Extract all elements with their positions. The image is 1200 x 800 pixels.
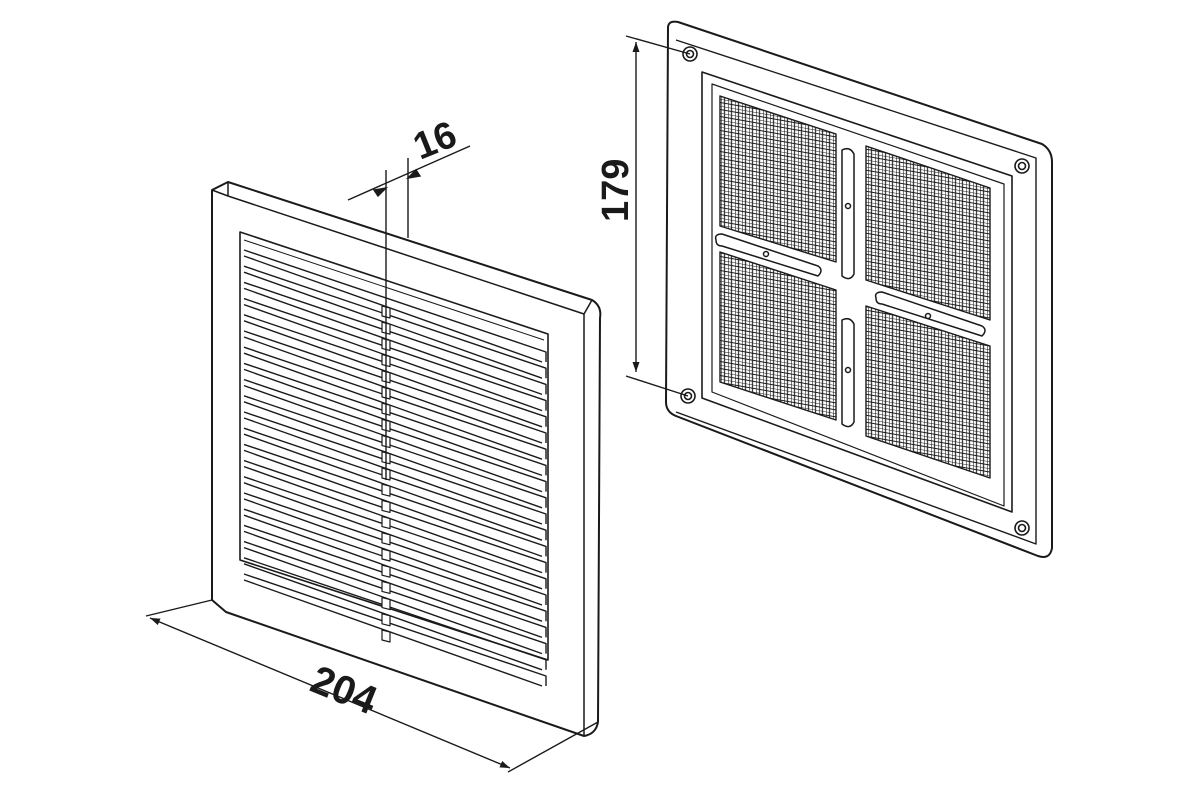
- depth-label: 16: [408, 114, 463, 169]
- rib-segment: [381, 499, 391, 513]
- louver-slat: [243, 459, 547, 574]
- louver-slat: [243, 314, 547, 428]
- louver-slat: [243, 378, 547, 493]
- louver-slat: [243, 330, 547, 444]
- louver-slat: [243, 395, 547, 509]
- mesh-panel-top-right: [865, 145, 991, 321]
- louver-slat: [243, 492, 547, 606]
- louver-slat: [243, 411, 547, 525]
- louver-slat: [243, 249, 547, 363]
- rib-segment: [381, 580, 391, 594]
- louver-slat: [243, 443, 547, 558]
- front-grille-louvered: [211, 181, 602, 737]
- louvers: [243, 249, 547, 687]
- louver-slat: [243, 265, 547, 379]
- louver-slat: [243, 362, 547, 477]
- mesh-panel-top-left: [719, 95, 837, 263]
- louver-slat: [243, 297, 547, 412]
- rear-inner-frame: [701, 71, 1013, 513]
- louver-slat: [243, 476, 547, 590]
- width-dimension-line: [149, 617, 511, 769]
- width-label: 204: [305, 658, 384, 724]
- depth-dimension-line: [347, 145, 471, 201]
- louver-slat: [243, 281, 547, 396]
- rear-frame-outer: [665, 20, 1053, 558]
- rib-segment: [381, 597, 391, 611]
- rib-segment: [381, 613, 391, 627]
- rear-grille-mesh: [665, 20, 1053, 558]
- rib-segment: [381, 629, 391, 643]
- dimension-lines: [145, 35, 691, 773]
- louver-slat: [243, 427, 547, 541]
- height-label: 179: [595, 159, 637, 222]
- rib-segment: [381, 564, 391, 578]
- mesh-panel-bottom-left: [719, 251, 837, 421]
- mesh-panel-bottom-right: [865, 305, 991, 479]
- front-frame-bevel: [211, 182, 593, 736]
- louver-slat: [243, 508, 547, 622]
- front-inner-recess: [239, 231, 549, 661]
- rib-segment: [381, 532, 391, 546]
- rib-segment: [381, 548, 391, 562]
- louver-slat: [243, 346, 547, 460]
- rib-segment: [381, 516, 391, 530]
- rib-segment: [381, 483, 391, 497]
- mounting-clips: [714, 147, 986, 428]
- screw-holes: [680, 46, 1030, 536]
